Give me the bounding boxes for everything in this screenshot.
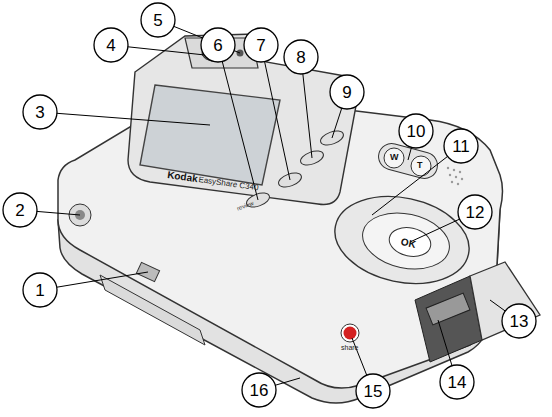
callout-text: 1 <box>35 282 44 299</box>
callout-number: 7 <box>243 27 279 63</box>
callout-number: 2 <box>2 192 38 228</box>
callout-number: 4 <box>93 27 129 63</box>
callout-text: 3 <box>35 104 44 121</box>
share-bezel <box>341 324 359 342</box>
callout-number: 11 <box>443 128 479 164</box>
controller-ring <box>327 185 477 295</box>
callout-outline <box>94 28 128 62</box>
callout-number: 8 <box>283 39 319 75</box>
callout-outline <box>201 28 235 62</box>
camera-marking: share <box>341 344 359 351</box>
callout-text: 14 <box>448 374 467 391</box>
callout-number: 10 <box>398 113 434 149</box>
zoom-wide <box>384 148 404 168</box>
callout-text: 16 <box>250 382 269 399</box>
callout-number: 15 <box>355 373 391 409</box>
callout-number: 3 <box>22 94 58 130</box>
callout-number: 12 <box>457 194 493 230</box>
callout-outline <box>284 40 318 74</box>
callout-text: 6 <box>213 37 222 54</box>
callout-number: 1 <box>22 272 58 308</box>
callout-number: 9 <box>329 74 365 110</box>
ok-button <box>387 224 434 260</box>
callout-text: 7 <box>256 37 265 54</box>
callout-outline <box>458 195 492 229</box>
leader-lines <box>20 20 519 391</box>
callout-text: 13 <box>510 313 529 330</box>
camera-marking: W <box>390 153 399 162</box>
callout-outline <box>23 95 57 129</box>
camera-marking: T <box>417 161 423 170</box>
callout-text: 5 <box>153 12 162 29</box>
callout-text: 10 <box>407 123 426 140</box>
callout-number: 16 <box>241 372 277 408</box>
callout-text: 12 <box>466 204 485 221</box>
callout-outline <box>242 373 276 407</box>
callout-text: 15 <box>364 383 383 400</box>
controller-inner <box>357 205 454 276</box>
callout-text: 9 <box>342 84 351 101</box>
callout-outline <box>444 129 478 163</box>
callout-number: 14 <box>439 364 475 400</box>
share-button <box>344 327 357 340</box>
lcd-screen <box>140 85 280 185</box>
callout-outline <box>399 114 433 148</box>
callout-number: 13 <box>501 303 537 339</box>
zoom-tele <box>411 156 431 176</box>
callout-text: 4 <box>106 37 115 54</box>
callout-outline <box>502 304 536 338</box>
callout-outline <box>23 273 57 307</box>
battery-door <box>470 262 540 340</box>
callout-outline <box>330 75 364 109</box>
callout-outline <box>141 3 175 37</box>
callout-number: 5 <box>140 2 176 38</box>
speaker-holes <box>447 167 463 185</box>
port-cover <box>100 275 205 345</box>
callout-text: 11 <box>452 138 470 155</box>
callout-outline <box>440 365 474 399</box>
zoom-rocker <box>376 141 441 182</box>
callout-text: 2 <box>15 202 24 219</box>
screen-bezel <box>128 34 359 205</box>
battery <box>426 293 470 325</box>
callout-outline <box>3 193 37 227</box>
callout-number: 6 <box>200 27 236 63</box>
callout-text: 8 <box>296 49 305 66</box>
callout-outline <box>244 28 278 62</box>
callout-outline <box>356 374 390 408</box>
